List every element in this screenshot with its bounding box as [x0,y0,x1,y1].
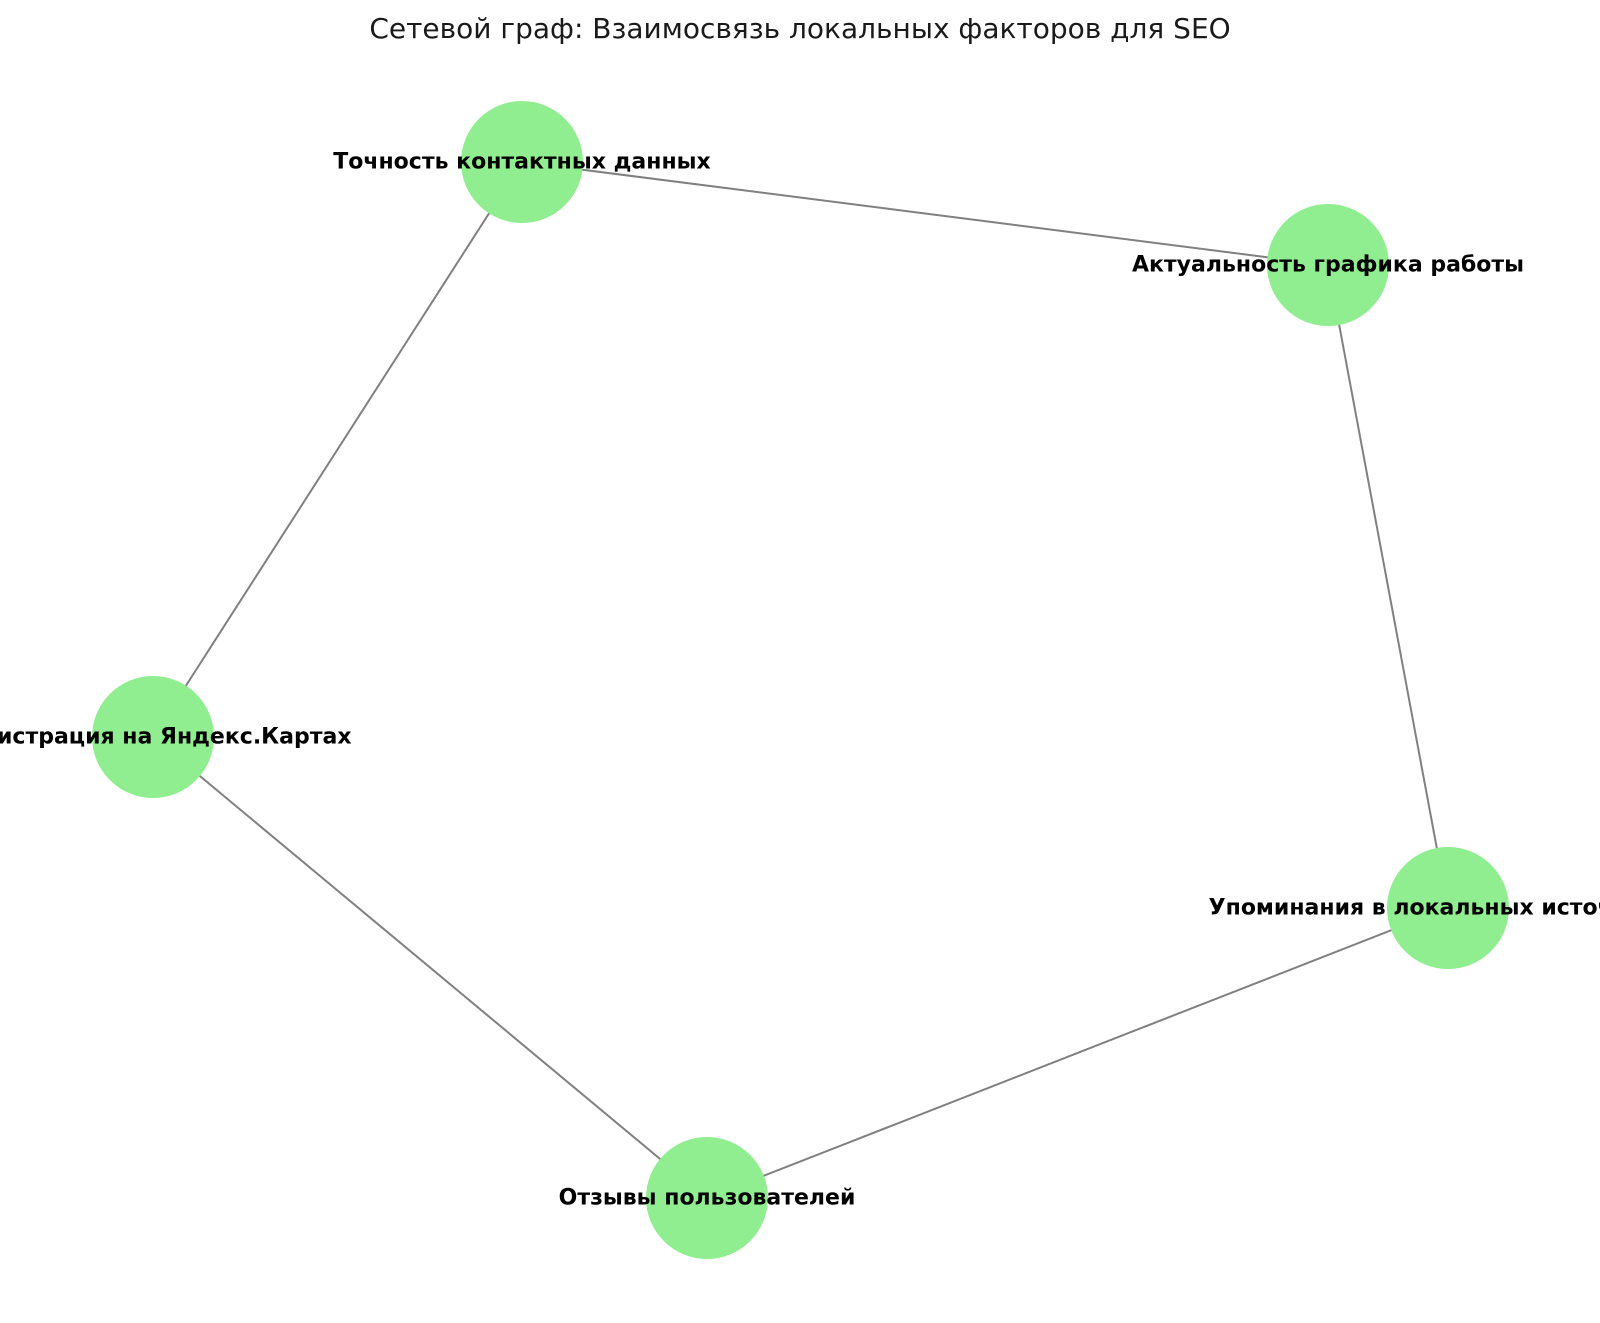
node-label-contact-accuracy: Точность контактных данных [333,149,711,175]
graph-node-local-mentions [1387,847,1509,969]
graph-node-yandex-maps-registration [92,676,214,798]
node-label-user-reviews: Отзывы пользователей [558,1185,856,1211]
chart-title: Сетевой граф: Взаимосвязь локальных факт… [369,12,1231,45]
graph-node-user-reviews [646,1137,768,1259]
graph-node-contact-accuracy [461,101,583,223]
node-label-schedule-relevance: Актуальность графика работы [1131,252,1525,278]
graph-edge-yandex-maps-registration--contact-accuracy [152,161,523,738]
node-label-yandex-maps-registration: Регистрация на Яндекс.Картах [0,724,352,750]
graph-edge-contact-accuracy--schedule-relevance [521,161,1329,266]
node-label-local-mentions: Упоминания в локальных источниках [1208,895,1600,921]
graph-node-schedule-relevance [1267,204,1389,326]
graph-edge-local-mentions--user-reviews [706,907,1449,1199]
graph-edge-schedule-relevance--local-mentions [1327,264,1449,909]
graph-edge-user-reviews--yandex-maps-registration [152,736,708,1199]
